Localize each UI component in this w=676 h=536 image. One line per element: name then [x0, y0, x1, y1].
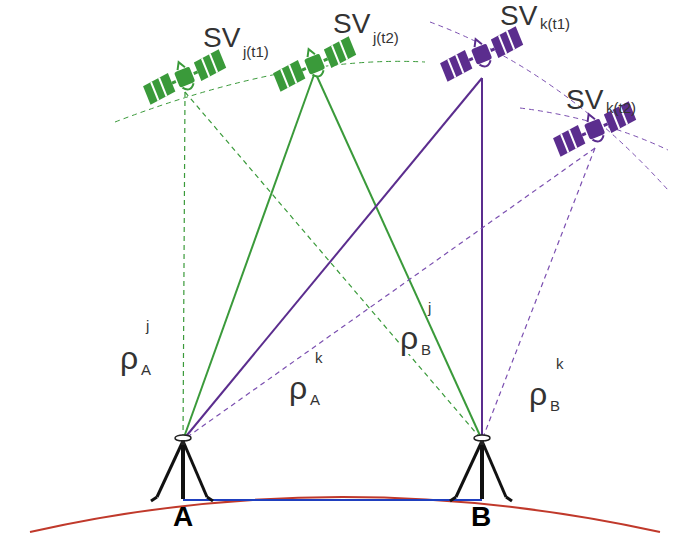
- baseline: [183, 499, 482, 501]
- earth-surface: [30, 497, 660, 532]
- range-lines: [183, 72, 595, 440]
- satellite-name: SV: [203, 24, 240, 52]
- satellite-subscript: j(t1): [243, 44, 269, 59]
- range-superscript: j: [427, 300, 432, 315]
- range-subscript: A: [309, 392, 321, 407]
- satellite-icon: [437, 24, 526, 82]
- satellite-subscript: k(t2): [606, 100, 636, 115]
- range-subscript: A: [140, 362, 152, 377]
- range-superscript: k: [555, 356, 565, 371]
- orbit-path: [430, 22, 668, 190]
- satellite-icon: [140, 47, 229, 105]
- range-subscript: B: [549, 398, 561, 413]
- station-label: A: [173, 503, 193, 531]
- station-label: B: [471, 503, 491, 531]
- range-symbol: ρ: [119, 342, 139, 374]
- satellite-name: SV: [333, 10, 370, 38]
- range-symbol: ρ: [528, 378, 548, 410]
- range-subscript: B: [420, 342, 432, 357]
- range-superscript: k: [314, 350, 324, 365]
- satellite-subscript: k(t1): [540, 16, 570, 31]
- receiver-tripod: [151, 435, 213, 501]
- satellite-icon: [270, 34, 359, 92]
- satellite-name: SV: [500, 2, 537, 30]
- satellite-subscript: j(t2): [373, 30, 399, 45]
- satellite-name: SV: [566, 86, 603, 114]
- range-superscript: j: [145, 318, 150, 333]
- receiver-tripod: [450, 435, 512, 501]
- range-symbol: ρ: [399, 322, 419, 354]
- range-symbol: ρ: [288, 372, 308, 404]
